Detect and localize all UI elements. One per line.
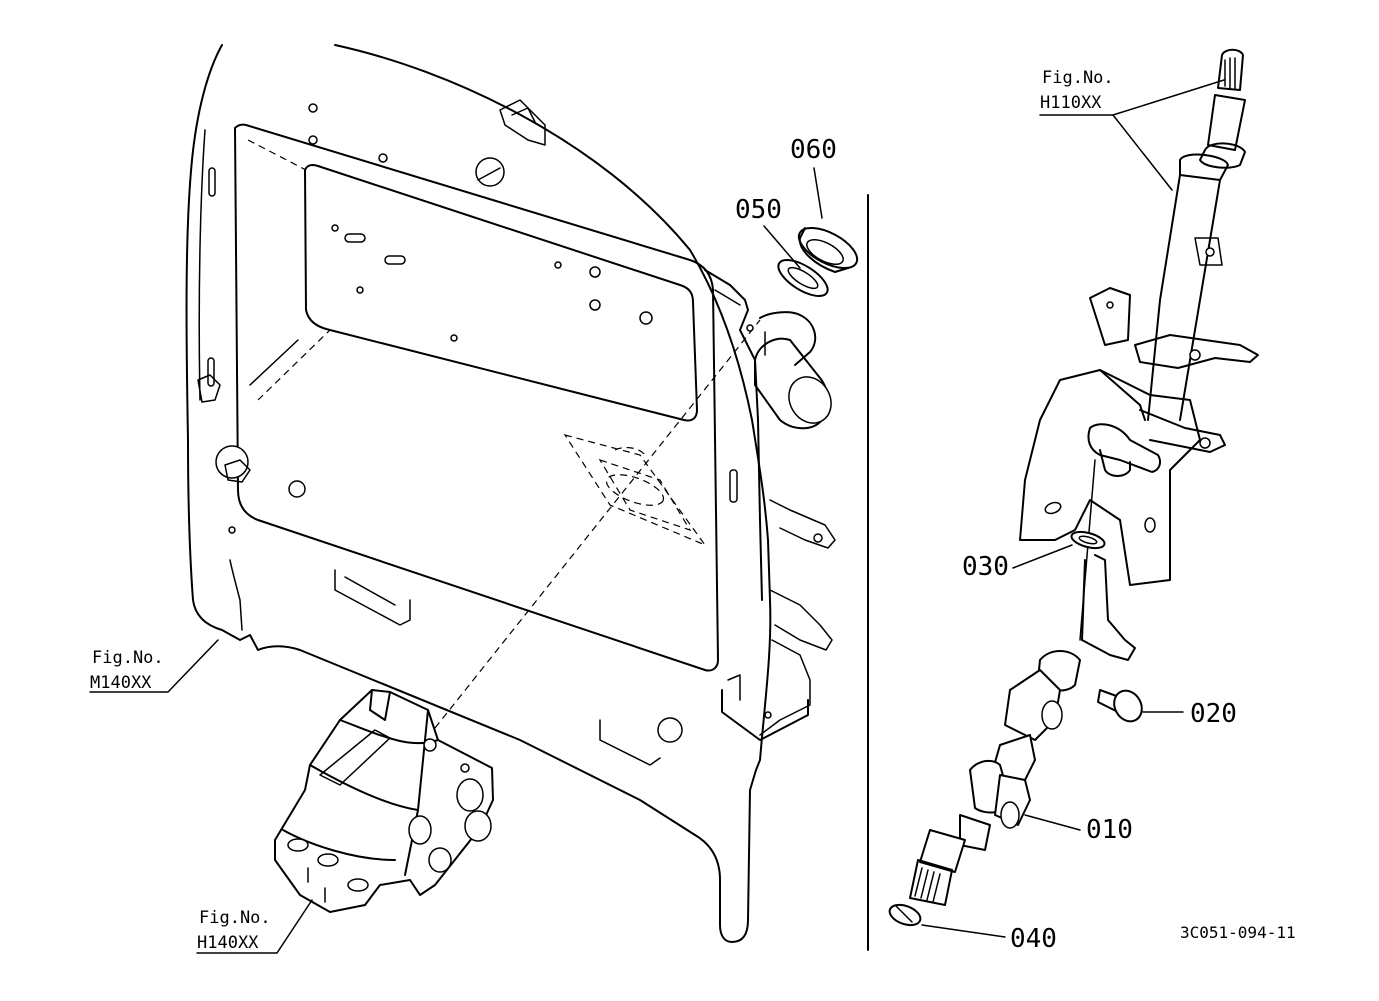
figref-h140-code: H140XX	[197, 933, 259, 953]
figref-h110-prefix: Fig.No.	[1042, 68, 1114, 88]
figref-m140-code: M140XX	[90, 673, 152, 693]
assembly-axis	[434, 319, 761, 729]
figref-h140-prefix: Fig.No.	[199, 908, 271, 928]
callout-010: 010	[1086, 815, 1133, 845]
dash-panel	[185, 44, 836, 943]
callout-030: 030	[962, 552, 1009, 582]
steering-unit	[274, 689, 494, 913]
callout-060: 060	[790, 135, 837, 165]
figref-m140-prefix: Fig.No.	[92, 648, 164, 668]
callout-050: 050	[735, 195, 782, 225]
figref-h110-code: H110XX	[1040, 93, 1102, 113]
part-050-seal	[777, 259, 829, 297]
steering-column	[888, 48, 1259, 927]
callout-040: 040	[1010, 924, 1057, 954]
callout-020: 020	[1190, 699, 1237, 729]
drawing-code: 3C051-094-11	[1180, 923, 1296, 942]
part-060-bearing	[797, 226, 859, 273]
leader-lines	[89, 79, 1225, 954]
